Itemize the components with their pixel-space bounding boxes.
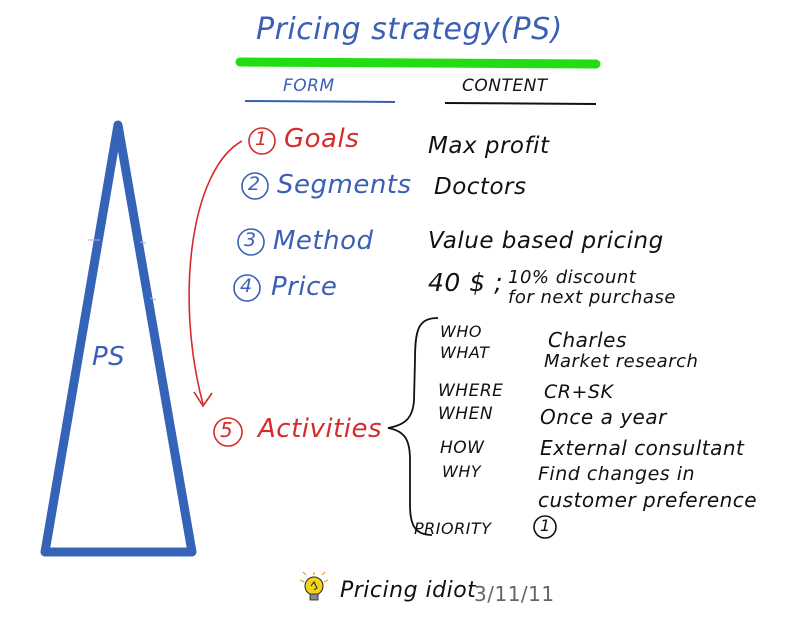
activity-value-what: Market research	[544, 351, 699, 372]
lightbulb-icon	[299, 571, 329, 601]
title-highlight	[235, 57, 601, 69]
activity-value-when: Once a year	[540, 405, 667, 429]
row-label-segments: Segments	[277, 170, 412, 200]
activity-value-why-1: Find changes in	[538, 463, 696, 485]
footer-brand: Pricing idiot	[340, 578, 477, 603]
circle-5	[213, 417, 243, 447]
circle-priority	[533, 515, 557, 539]
activity-value-where: CR+SK	[544, 381, 614, 403]
activities-brace	[387, 317, 439, 536]
content-price-note-1: 10% discount	[508, 267, 637, 288]
arrow-head	[193, 391, 213, 408]
content-goals: Max profit	[428, 133, 550, 159]
content-underline	[444, 102, 597, 105]
row-label-activities: Activities	[258, 414, 383, 444]
circle-3	[237, 228, 265, 256]
activity-value-who: Charles	[548, 328, 627, 352]
triangle-label: PS	[92, 342, 126, 372]
activity-value-why-2: customer preference	[538, 488, 758, 512]
activity-key-how: HOW	[440, 438, 485, 458]
circle-1	[248, 127, 276, 155]
goals-to-activities-arrow	[188, 140, 243, 405]
activity-value-how: External consultant	[540, 436, 745, 460]
form-underline	[244, 100, 396, 103]
circle-2	[241, 172, 269, 200]
activity-key-why: WHY	[442, 462, 482, 481]
row-number-3: 3	[244, 229, 257, 251]
activity-key-who: WHO	[440, 322, 482, 341]
activity-key-what: WHAT	[440, 343, 490, 362]
row-label-method: Method	[273, 226, 374, 256]
activity-key-where: WHERE	[438, 381, 504, 401]
content-price-note-2: for next purchase	[508, 287, 676, 308]
row-label-price: Price	[271, 272, 338, 302]
footer-date: 3/11/11	[474, 582, 555, 606]
ps-triangle	[40, 120, 197, 557]
content-segments: Doctors	[434, 174, 527, 200]
row-label-goals: Goals	[284, 124, 360, 154]
row-number-5: 5	[220, 418, 234, 442]
circle-4	[233, 274, 261, 302]
row-number-1: 1	[255, 128, 268, 150]
column-header-form: FORM	[283, 76, 335, 96]
triangle-marks	[88, 239, 157, 301]
priority-value: 1	[540, 516, 551, 535]
row-number-4: 4	[240, 275, 253, 297]
page-title: Pricing strategy(PS)	[256, 12, 563, 47]
row-number-2: 2	[248, 173, 261, 195]
column-header-content: CONTENT	[462, 76, 548, 96]
priority-key: PRIORITY	[414, 519, 492, 538]
activity-key-when: WHEN	[438, 404, 494, 424]
content-price: 40 $ ;	[428, 268, 504, 297]
content-method: Value based pricing	[428, 228, 664, 254]
